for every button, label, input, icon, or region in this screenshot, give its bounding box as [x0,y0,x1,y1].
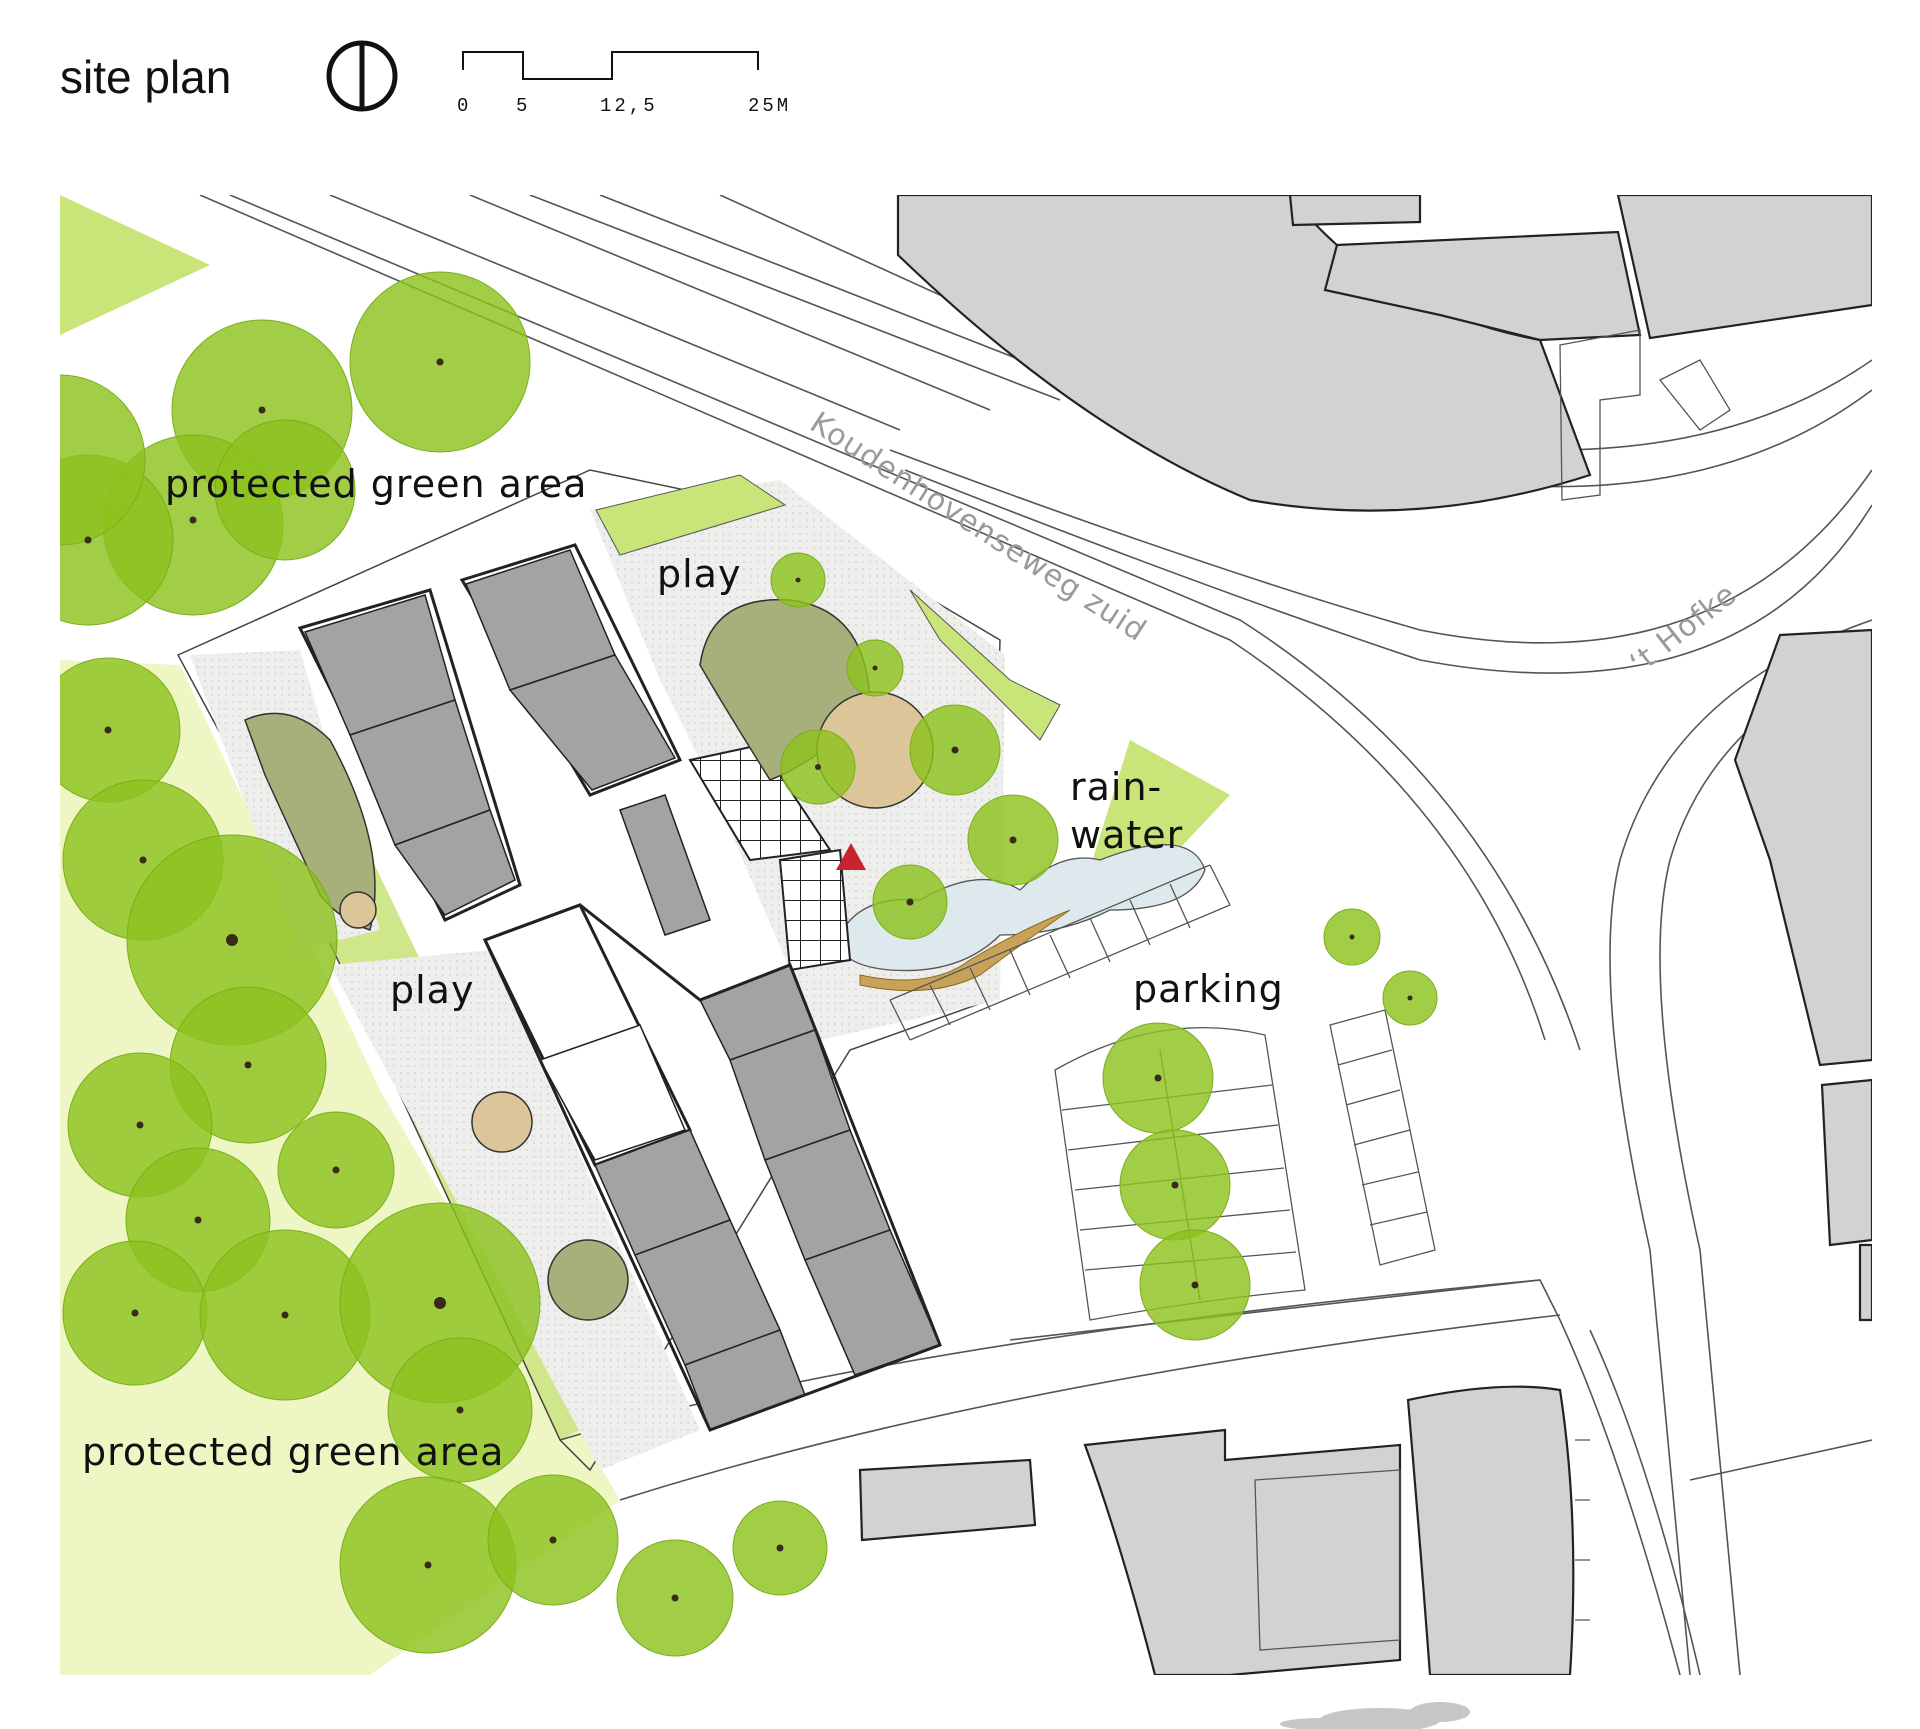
label-street-side: ‘t Hofke [1623,577,1743,682]
label-parking: parking [1133,967,1284,1011]
tree [60,374,146,546]
scale-bar: 0 5 12,5 25M [457,51,791,117]
courtyard-left [330,950,700,1470]
label-play-top: play [657,552,741,596]
scale-tick-0: 0 [457,95,471,117]
parking-bays-right [1329,1009,1436,1266]
entrance-triangle-icon [836,843,866,870]
label-protected-green-top: protected green area [165,462,587,506]
label-rainwater-1: rain- [1070,765,1162,809]
lawn-top-left [60,195,210,335]
lawn-right-strip [909,589,1061,741]
label-rainwater-2: water [1070,813,1183,857]
tree-trunks [84,358,1413,1602]
grid-paving-lower [778,848,852,972]
scale-tick-25: 25M [748,95,791,117]
neighbor-buildings [858,195,1872,1675]
play-area-south [547,1239,629,1321]
north-arrow-icon [326,40,398,112]
label-protected-green-bottom: protected green area [82,1430,504,1474]
label-play-left: play [390,968,474,1012]
tree [214,419,356,561]
rainwater-channel [859,909,1071,992]
grid-paving-upper [688,743,832,862]
lawn-play-top [595,474,787,556]
main-building-upper [297,543,711,936]
parking-bays-top [889,864,1231,1041]
sand-circle-west [339,891,377,929]
page-title: site plan [60,51,231,103]
bottom-texture [1280,1702,1470,1729]
map-area: protected green area protected green are… [60,195,1872,1675]
sand-circle-left [471,1091,533,1153]
scale-tick-12-5: 12,5 [600,95,658,117]
main-building-lower [482,903,942,1432]
header: site plan 0 5 12,5 25M [60,40,791,117]
scale-tick-5: 5 [516,95,530,117]
rainwater-pond [838,844,1206,972]
